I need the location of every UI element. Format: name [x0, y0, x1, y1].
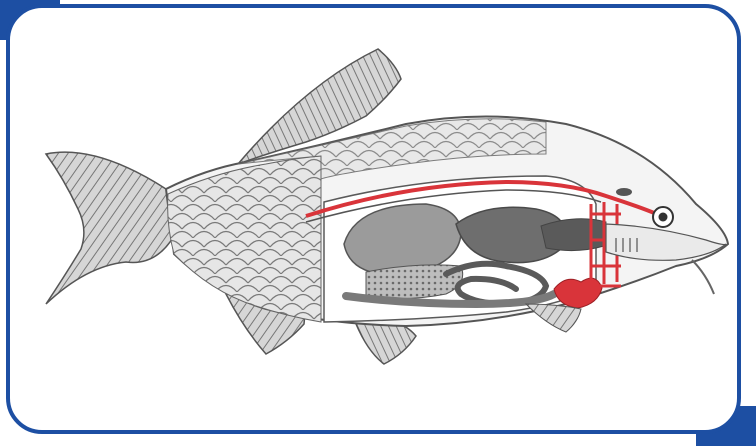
barbel: [692, 260, 714, 294]
caudal-fin: [46, 152, 176, 304]
esophagus: [541, 219, 606, 251]
nostril: [616, 188, 632, 196]
eye-pupil: [659, 213, 668, 222]
pectoral-fin: [526, 304, 581, 332]
fish-anatomy-illustration: [6, 4, 741, 434]
